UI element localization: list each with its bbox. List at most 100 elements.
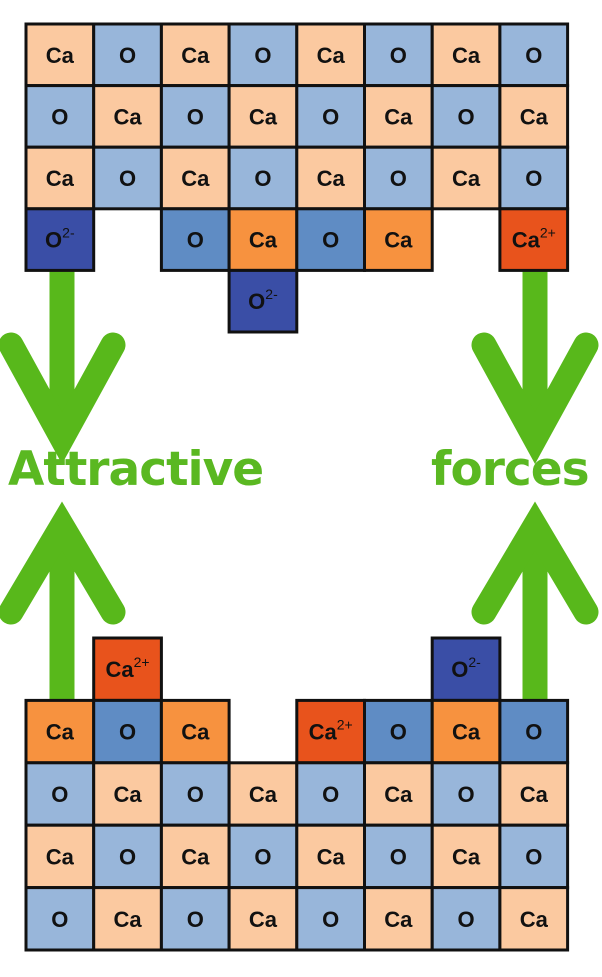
cell-label: Ca [113, 104, 142, 129]
element-symbol: Ca [452, 43, 481, 68]
cell-label: O [119, 43, 136, 68]
calcium-ion-cell: Ca2+ [295, 698, 366, 765]
element-symbol: Ca [317, 43, 346, 68]
element-symbol: Ca [113, 907, 142, 932]
element-symbol: Ca [46, 166, 75, 191]
forces-label: forces [431, 442, 590, 497]
charge-superscript: 2- [468, 654, 481, 670]
element-symbol: Ca [249, 228, 278, 253]
cell-background [295, 886, 366, 952]
cell-label: Ca [520, 907, 549, 932]
oxygen-cell: O [430, 886, 502, 952]
cell-background [363, 698, 434, 765]
cell-label: O [187, 782, 204, 807]
element-symbol: O [187, 907, 204, 932]
cell-background [363, 886, 434, 952]
calcium-cell: Ca [363, 886, 434, 952]
calcium-cell: Ca [295, 22, 366, 88]
cell-background [24, 886, 96, 952]
cell-label: O [51, 104, 68, 129]
cell-background [227, 823, 299, 890]
cell-label: O [322, 907, 339, 932]
oxygen-ion-cell: O2- [24, 207, 96, 272]
oxygen-cell: O [498, 823, 570, 890]
calcium-cell: Ca [430, 698, 502, 765]
oxygen-cell: O [92, 145, 163, 211]
cell-background [498, 84, 570, 149]
cell-label: O2- [248, 286, 278, 314]
element-symbol: O [119, 720, 136, 745]
element-symbol: Ca [46, 844, 75, 869]
charge-superscript: 2+ [337, 717, 353, 733]
calcium-cell: Ca [24, 698, 96, 765]
cell-background [159, 761, 231, 827]
up-arrow-right [471, 501, 599, 700]
calcium-cell: Ca [227, 886, 299, 952]
element-symbol: O [457, 782, 474, 807]
calcium-cell: Ca [159, 145, 231, 211]
cell-background [92, 145, 163, 211]
calcium-ion-cell: Ca2+ [498, 207, 570, 272]
oxygen-ion-cell: O2- [227, 268, 299, 334]
element-symbol: O [119, 844, 136, 869]
cell-label: Ca [384, 228, 413, 253]
element-symbol: O [51, 782, 68, 807]
element-symbol: O [525, 720, 542, 745]
cell-label: O [390, 43, 407, 68]
oxygen-cell: O [498, 698, 570, 765]
oxygen-cell: O [24, 84, 96, 149]
element-symbol: Ca [452, 166, 481, 191]
cell-label: Ca [384, 782, 413, 807]
calcium-cell: Ca [430, 823, 502, 890]
cell-label: O2- [45, 225, 75, 253]
cell-label: Ca [452, 166, 481, 191]
element-symbol: Ca [317, 844, 346, 869]
element-symbol: Ca [181, 720, 210, 745]
element-symbol: Ca [249, 104, 278, 129]
cell-label: Ca [181, 844, 210, 869]
cell-background [227, 22, 299, 88]
cell-label: O [525, 166, 542, 191]
down-arrow-left [0, 270, 126, 464]
calcium-cell: Ca [159, 823, 231, 890]
cell-label: O [322, 104, 339, 129]
element-symbol: Ca [249, 907, 278, 932]
cell-background [498, 145, 570, 211]
cell-label: Ca [520, 782, 549, 807]
oxygen-cell: O [363, 145, 434, 211]
cell-background [295, 145, 366, 211]
element-symbol: Ca [309, 720, 338, 745]
oxygen-cell: O [92, 698, 163, 765]
element-symbol: O [254, 166, 271, 191]
element-symbol: Ca [113, 782, 142, 807]
cell-label: O [254, 844, 271, 869]
element-symbol: O [248, 289, 265, 314]
cell-label: Ca [452, 844, 481, 869]
element-symbol: Ca [181, 844, 210, 869]
cell-label: Ca2+ [309, 717, 353, 745]
element-symbol: O [457, 104, 474, 129]
cell-label: O [525, 43, 542, 68]
cell-background [498, 886, 570, 952]
element-symbol: O [390, 844, 407, 869]
cell-background [92, 823, 163, 890]
element-symbol: O [187, 782, 204, 807]
element-symbol: O [119, 166, 136, 191]
element-symbol: Ca [384, 907, 413, 932]
cell-label: Ca [452, 43, 481, 68]
oxygen-cell: O [159, 207, 231, 272]
oxygen-cell: O [363, 22, 434, 88]
oxygen-cell: O [295, 886, 366, 952]
element-symbol: O [390, 43, 407, 68]
calcium-cell: Ca [92, 84, 163, 149]
element-symbol: O [322, 228, 339, 253]
calcium-cell: Ca [227, 207, 299, 272]
cell-label: Ca [249, 104, 278, 129]
calcium-cell: Ca [363, 761, 434, 827]
calcium-cell: Ca [159, 22, 231, 88]
element-symbol: O [322, 907, 339, 932]
attraction-arrows [0, 270, 599, 700]
charge-superscript: 2+ [134, 654, 150, 670]
